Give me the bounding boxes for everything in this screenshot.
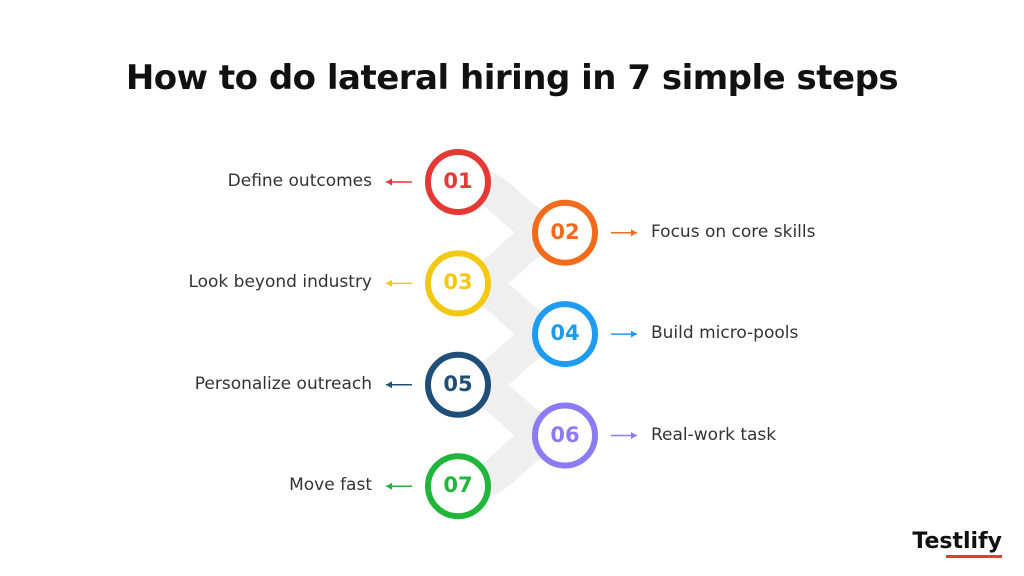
step-label: Define outcomes xyxy=(227,171,372,191)
step-circle xyxy=(532,402,598,469)
brand-underline xyxy=(946,555,1002,558)
step-label: Look beyond industry xyxy=(188,272,372,293)
step-number: 04 xyxy=(550,321,580,346)
step-label: Build micro-pools xyxy=(651,323,799,344)
arrow-head-icon xyxy=(631,330,637,338)
step-number: 02 xyxy=(550,219,580,244)
brand-name: Testlify xyxy=(912,529,1002,554)
step-label: Personalize outreach xyxy=(194,373,372,394)
arrow-head-icon xyxy=(631,229,637,237)
step-label: Focus on core skills xyxy=(651,221,816,242)
step-label: Move fast xyxy=(289,475,372,496)
arrow-head-icon xyxy=(386,381,392,389)
brand-logo: Testlify xyxy=(912,529,1002,558)
step-number: 06 xyxy=(550,422,580,447)
step-number: 05 xyxy=(443,371,473,396)
step-number: 07 xyxy=(443,473,473,498)
arrow-head-icon xyxy=(386,279,392,287)
step-circle xyxy=(425,453,491,520)
step-number: 01 xyxy=(443,169,473,193)
step-circle xyxy=(532,301,598,368)
step-circle xyxy=(532,199,598,266)
page-title: How to do lateral hiring in 7 simple ste… xyxy=(125,58,899,98)
step-circle xyxy=(425,351,491,418)
arrow-head-icon xyxy=(386,178,392,186)
step-circle xyxy=(425,149,491,215)
step-number: 03 xyxy=(443,270,473,295)
arrow-head-icon xyxy=(386,482,392,490)
arrow-head-icon xyxy=(631,432,637,439)
step-circle xyxy=(425,250,491,317)
step-label: Real-work task xyxy=(651,424,777,445)
